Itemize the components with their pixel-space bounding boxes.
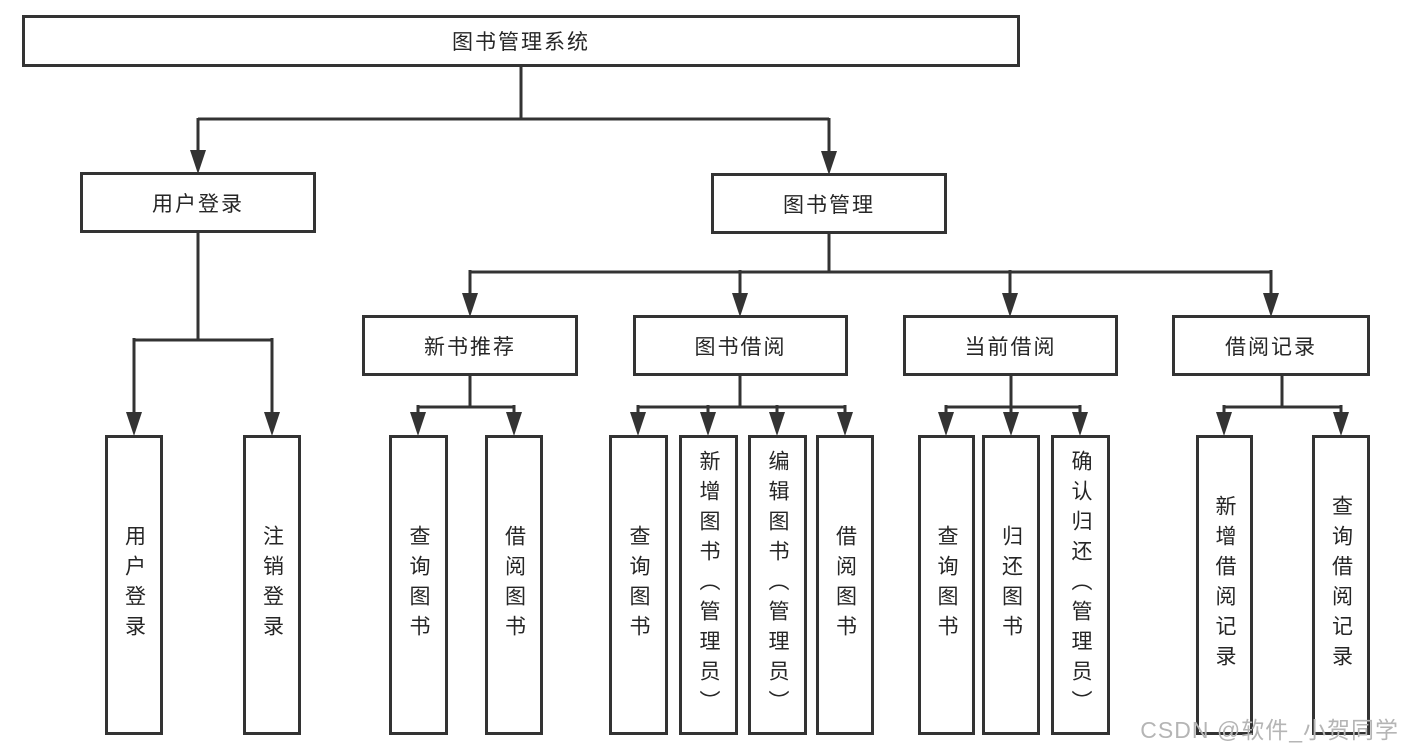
csdn-watermark: CSDN @软件_小贺同学 (1140, 717, 1399, 743)
connector-borrowing-records-to-leaves (1216, 376, 1349, 436)
connector-book-borrowing-to-leaves (630, 376, 853, 436)
connector-current-borrowing-to-leaves (938, 376, 1088, 436)
node-new-book-recommend: 新书推荐 (362, 315, 578, 376)
leaf-query-books-current: 查询图书 (918, 435, 975, 735)
connector-user-login-to-leaves (126, 232, 280, 436)
leaf-confirm-return-admin: 确认归还（管理员） (1051, 435, 1110, 735)
node-borrowing-records: 借阅记录 (1172, 315, 1370, 376)
leaf-query-books-recommend: 查询图书 (389, 435, 448, 735)
leaf-return-books: 归还图书 (982, 435, 1040, 735)
node-root-library-system: 图书管理系统 (22, 15, 1020, 67)
connector-book-management-to-level3 (462, 233, 1279, 317)
connector-new-book-recommend-to-leaves (410, 376, 522, 436)
leaf-query-books-borrowing: 查询图书 (609, 435, 668, 735)
connector-root-to-level2 (190, 67, 837, 175)
leaf-edit-books-admin: 编辑图书（管理员） (748, 435, 807, 735)
leaf-borrow-books-borrowing: 借阅图书 (816, 435, 874, 735)
node-book-management: 图书管理 (711, 173, 947, 234)
node-user-login: 用户登录 (80, 172, 316, 233)
leaf-add-books-admin: 新增图书（管理员） (679, 435, 738, 735)
leaf-borrow-books-recommend: 借阅图书 (485, 435, 543, 735)
node-book-borrowing: 图书借阅 (633, 315, 848, 376)
leaf-user-login: 用户登录 (105, 435, 163, 735)
leaf-query-borrow-record: 查询借阅记录 (1312, 435, 1370, 735)
leaf-logout-login: 注销登录 (243, 435, 301, 735)
leaf-add-borrow-record: 新增借阅记录 (1196, 435, 1253, 735)
node-current-borrowing: 当前借阅 (903, 315, 1118, 376)
